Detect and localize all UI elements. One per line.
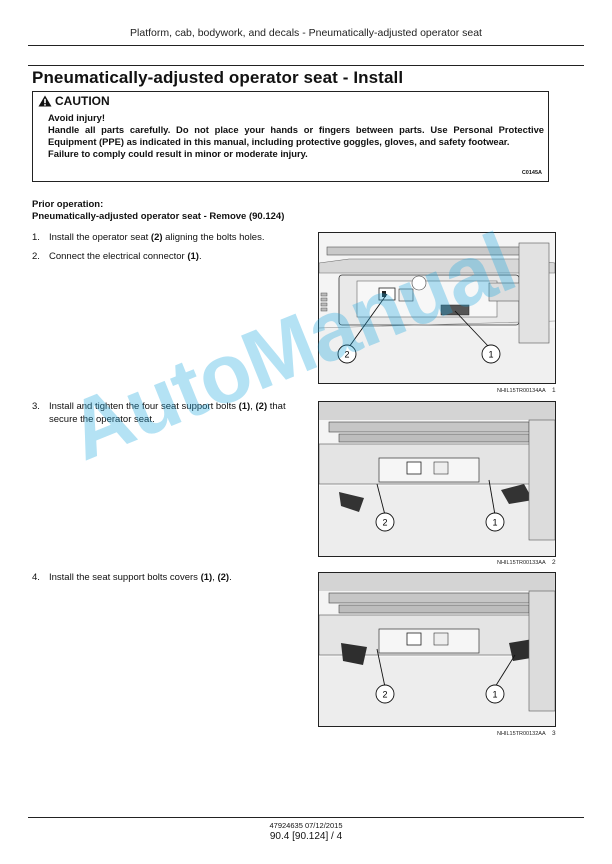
figure-3-number: 3 (552, 730, 556, 737)
step-number: 1. (32, 232, 40, 243)
figure-3-callout-1: 1 (492, 690, 497, 700)
caution-heading-text: CAUTION (55, 94, 110, 108)
figure-1-callout-1: 1 (488, 350, 493, 360)
step-text: , (250, 401, 256, 412)
step-text: . (198, 251, 202, 262)
figure-2-callout-1: 1 (492, 518, 497, 528)
caution-line-3: Failure to comply could result in minor … (48, 148, 308, 159)
step-text: . (229, 572, 232, 583)
caution-box: CAUTION Avoid injury! Handle all parts c… (32, 91, 549, 182)
figure-2-callout-2: 2 (382, 518, 387, 528)
step-text: , (212, 572, 218, 583)
seat-connector-illustration: 2 1 (319, 233, 555, 383)
step-ref: (1) (187, 251, 199, 262)
figure-3-photo: 2 1 (318, 572, 556, 727)
figure-1-callout-2: 2 (344, 350, 349, 360)
figure-1-number: 1 (552, 387, 556, 394)
footer-rule (28, 817, 584, 818)
footer-page-number: 90.4 [90.124] / 4 (269, 831, 343, 842)
warning-triangle-icon (38, 95, 52, 107)
figure-2-photo: 2 1 (318, 401, 556, 557)
step-ref: (2) (217, 572, 230, 583)
page-title: Pneumatically-adjusted operator seat - I… (32, 68, 404, 87)
step-text: Install the seat support bolts covers (49, 572, 201, 583)
step-1: 1. Install the operator seat (2) aligning… (32, 232, 312, 245)
step-text: Connect the electrical connector (49, 251, 188, 262)
caution-line-2: Handle all parts carefully. Do not place… (48, 124, 544, 147)
caution-code: C0145A (521, 170, 542, 176)
header-rule (28, 45, 584, 46)
caution-text: Avoid injury! Handle all parts carefully… (48, 112, 544, 160)
step-3: 3. Install and tighten the four seat supp… (32, 401, 312, 426)
step-text: that secure the operator seat. (49, 401, 286, 425)
step-2: 2. Connect the electrical connector (1). (32, 251, 312, 264)
prior-operation-link[interactable]: Pneumatically-adjusted operator seat - R… (32, 211, 285, 222)
figure-3-callout-2: 2 (382, 690, 387, 700)
step-text: aligning the bolts holes. (162, 232, 265, 243)
footer-doc-date: 47924635 07/12/2015 (269, 821, 343, 830)
seat-support-bolts-illustration: 2 1 (319, 402, 555, 556)
figure-1-code: NHIL15TR00134AA (497, 388, 546, 394)
step-4: 4.Install the seat support bolts covers … (32, 572, 312, 585)
step-number: 2. (32, 251, 40, 262)
title-rule (28, 65, 584, 66)
step-number: 4. (32, 572, 40, 583)
figure-1-photo: 2 1 (318, 232, 556, 384)
step-ref: (2) (150, 232, 163, 243)
caution-line-1: Avoid injury! (48, 112, 105, 123)
figure-2-code: NHIL15TR00133AA (497, 560, 546, 566)
figure-2-number: 2 (552, 559, 556, 566)
caution-heading: CAUTION (38, 94, 110, 108)
step-ref: (1) (200, 572, 213, 583)
step-text: Install the operator seat (49, 232, 151, 243)
step-ref: (2) (255, 401, 268, 412)
step-text: Install and tighten the four seat suppor… (49, 401, 239, 412)
seat-bolt-covers-illustration: 2 1 (319, 573, 555, 726)
step-ref: (1) (238, 401, 251, 412)
running-header: Platform, cab, bodywork, and decals - Pn… (130, 27, 482, 39)
prior-operation-label: Prior operation: (32, 199, 104, 210)
step-number: 3. (32, 401, 40, 412)
figure-3-code: NHIL15TR00132AA (497, 731, 546, 737)
